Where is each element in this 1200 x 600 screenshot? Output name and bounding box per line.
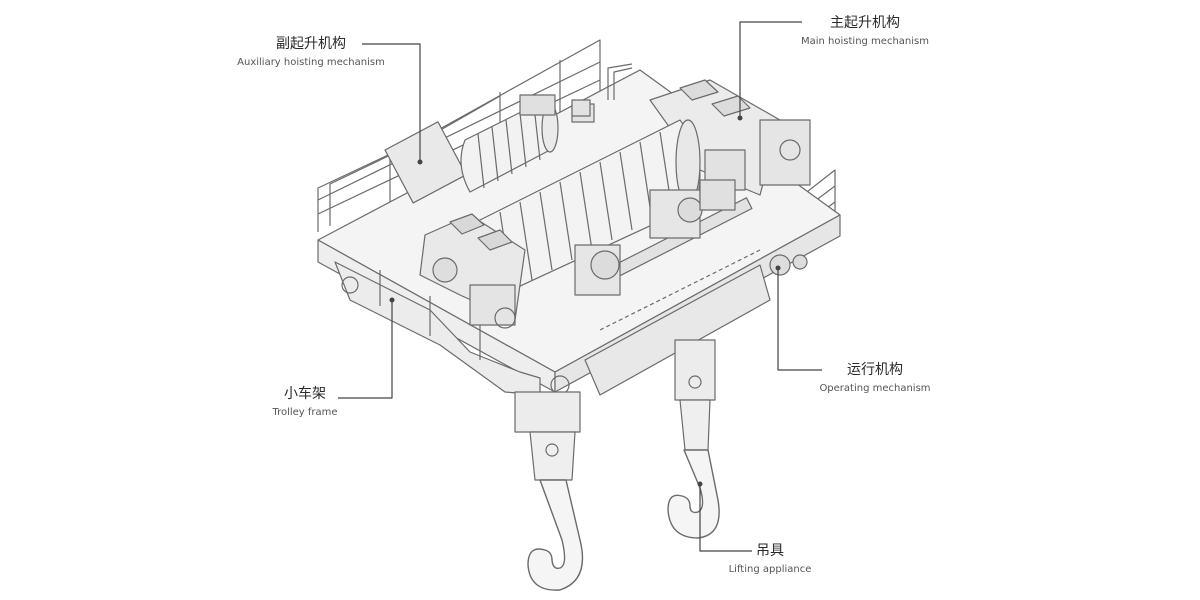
main-hoist-gearbox — [649, 79, 811, 196]
label-trolley-frame: 小车架 Trolley frame — [240, 386, 370, 419]
label-frame-en: Trolley frame — [272, 407, 338, 419]
label-auxiliary-hoisting: 副起升机构 Auxiliary hoisting mechanism — [236, 36, 386, 69]
label-lifting-zh: 吊具 — [756, 543, 784, 559]
label-main-zh: 主起升机构 — [830, 15, 900, 31]
label-operating-en: Operating mechanism — [819, 383, 931, 395]
label-auxiliary-en: Auxiliary hoisting mechanism — [237, 57, 385, 69]
lifting-appliance — [514, 339, 720, 591]
label-lifting-appliance: 吊具 Lifting appliance — [700, 543, 840, 576]
brake-motor-unit — [571, 63, 736, 239]
leader-lines — [338, 21, 822, 552]
label-main-en: Main hoisting mechanism — [801, 36, 929, 48]
front-gearbox — [419, 213, 621, 329]
label-operating-zh: 运行机构 — [847, 362, 903, 378]
leader-dots — [389, 115, 781, 487]
label-operating-mechanism: 运行机构 Operating mechanism — [800, 362, 950, 395]
auxiliary-hoist-drum — [384, 94, 595, 204]
label-auxiliary-zh: 副起升机构 — [276, 36, 346, 52]
label-main-hoisting: 主起升机构 Main hoisting mechanism — [790, 15, 940, 48]
label-frame-zh: 小车架 — [284, 386, 326, 402]
label-lifting-en: Lifting appliance — [728, 564, 812, 576]
